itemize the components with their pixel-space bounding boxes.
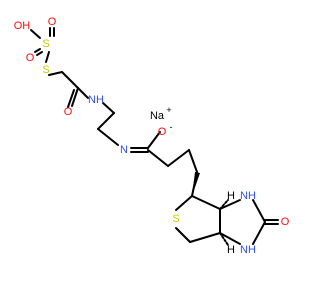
- bond-ring-c1-s: [175, 195, 193, 211]
- imine-nitrogen-label: N: [120, 144, 128, 156]
- bond-s-ch2: [48, 71, 63, 76]
- sulfonate-oxo-left-label: O: [26, 52, 35, 64]
- bond-c-chain1: [147, 149, 169, 167]
- sulfonate-oxo-top-label: O: [48, 16, 57, 28]
- bond-c2-h: [219, 199, 229, 210]
- structure-diagram: OH S O O S O NH Na + O - N S NH NH O H H: [14, 16, 290, 256]
- bond-c-o: [147, 131, 161, 149]
- bond-co-o: [71, 87, 79, 107]
- bond-s-o-double-2b: [34, 48, 41, 53]
- imidate-oxygen-label: O: [158, 126, 167, 138]
- sodium-charge: +: [166, 105, 171, 115]
- amide-nh-label: NH: [88, 94, 104, 106]
- bond-ch2-ch2: [97, 112, 115, 130]
- bond-ch2-n: [97, 128, 119, 146]
- bond-ring-c4-c3: [189, 232, 221, 243]
- wedge-bond: [192, 172, 200, 196]
- bond-c2-nh-top: [219, 199, 241, 210]
- urea-nh-bottom-label: NH: [240, 244, 256, 256]
- sulfonate-sulfur-label: S: [42, 38, 49, 50]
- bond-nh-ch2: [102, 102, 115, 114]
- hydroxyl-label: OH: [14, 20, 31, 32]
- imidate-charge: -: [170, 122, 173, 132]
- thio-sulfur-label: S: [42, 64, 49, 76]
- urea-nh-top-label: NH: [240, 190, 256, 202]
- bond-co-o-2: [67, 89, 75, 108]
- bond-ring-s-c4: [175, 227, 191, 243]
- bond-c3-h: [219, 232, 229, 246]
- bond-chain2-3: [188, 149, 198, 173]
- bond-chain1-2: [167, 149, 190, 167]
- amide-oxygen-label: O: [64, 106, 73, 118]
- bond-s-oh: [30, 29, 41, 39]
- atom-labels: OH S O O S O NH Na + O - N S NH NH O H H: [14, 16, 290, 256]
- stereo-h-top-label: H: [227, 190, 235, 202]
- bond-c-nh-bottom: [252, 221, 266, 245]
- stereo-h-bottom-label: H: [227, 244, 235, 256]
- bond-s-o-double-2: [36, 51, 43, 56]
- bonds: [30, 27, 279, 246]
- bond-s-s: [45, 51, 50, 63]
- bond-nh-bottom-c3: [219, 232, 241, 245]
- thiolane-sulfur-label: S: [172, 213, 179, 225]
- urea-oxygen-label: O: [281, 216, 290, 228]
- bond-co-nh: [77, 87, 89, 99]
- bond-nh-top-c: [252, 199, 266, 223]
- sodium-label: Na: [150, 110, 165, 122]
- bond-ch2-co: [61, 71, 79, 89]
- bond-ring-c2-c1: [191, 195, 221, 210]
